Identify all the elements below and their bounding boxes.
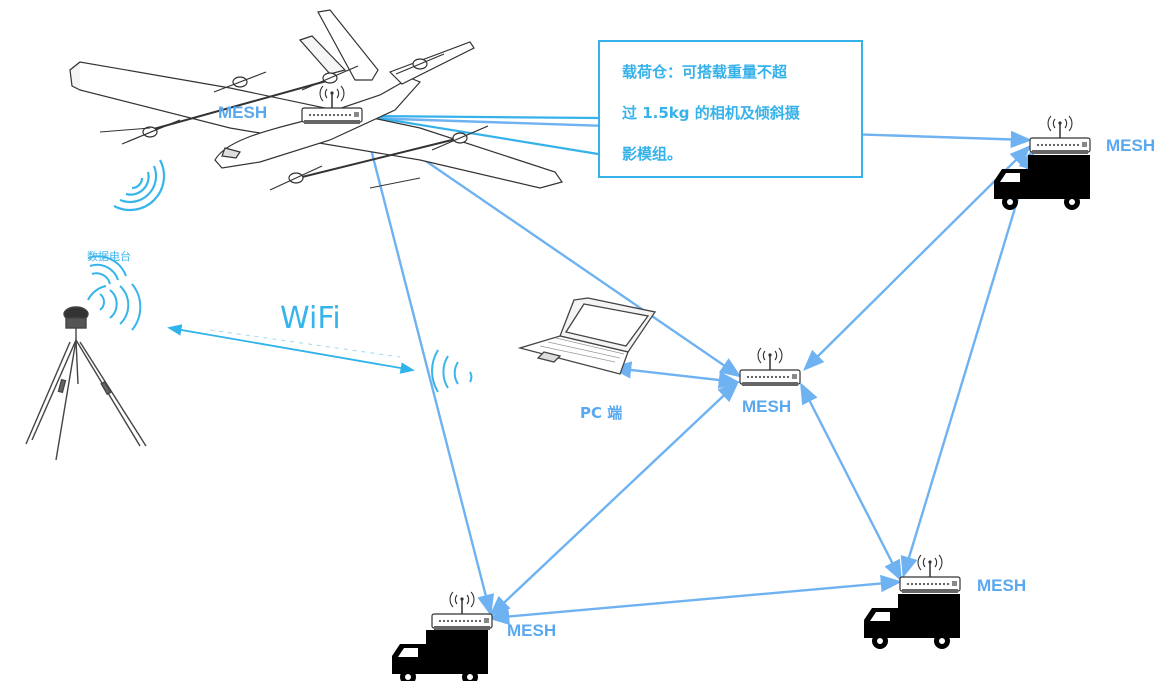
truck-icon-bottomleft: [392, 630, 488, 681]
radio-label: 数据电台: [87, 250, 131, 263]
callout-line-3: 影模组。: [622, 145, 683, 163]
link-hub-truck-bottomright: [800, 382, 902, 582]
radio-waves-icon: [87, 255, 142, 331]
truck-icon-topright: [994, 155, 1090, 210]
mesh-label-truck-bottomright: MESH: [977, 576, 1027, 595]
link-truck-bottomleft-truck-bottomright: [487, 574, 903, 626]
mesh-label-truck-bottomleft: MESH: [507, 621, 557, 640]
pc-label: PC 端: [580, 404, 623, 422]
mesh-label-hub: MESH: [742, 397, 792, 416]
signal-waves-icon: [113, 159, 166, 212]
link-truck-topright-truck-bottomright: [900, 147, 1036, 579]
mesh-label-truck-topright: MESH: [1106, 136, 1156, 155]
router-icon-truck-topright: [1029, 115, 1091, 155]
link-drone-truck-bottomleft: [359, 117, 495, 617]
wifi-waves-icon: [431, 349, 473, 393]
drone-icon: [69, 9, 563, 191]
wifi-label: WiFi: [280, 301, 341, 336]
router-icon-hub: [739, 347, 801, 387]
link-pc-hub: [609, 361, 741, 389]
callout-line-2: 过 1.5kg 的相机及倾斜摄: [622, 104, 800, 122]
payload-callout: 载荷仓：可搭载重量不超 过 1.5kg 的相机及倾斜摄 影模组。: [598, 40, 863, 178]
tripod-radio-icon: [25, 306, 147, 461]
truck-icon-bottomright: [864, 594, 960, 649]
callout-leader: [365, 114, 599, 156]
mesh-label-drone: MESH: [218, 103, 268, 122]
wifi-link: [167, 324, 415, 374]
mesh-links: [359, 109, 1036, 626]
callout-line-1: 载荷仓：可搭载重量不超: [622, 63, 788, 81]
laptop-icon: [517, 297, 657, 375]
router-icon-truck-bottomleft: [431, 591, 493, 631]
